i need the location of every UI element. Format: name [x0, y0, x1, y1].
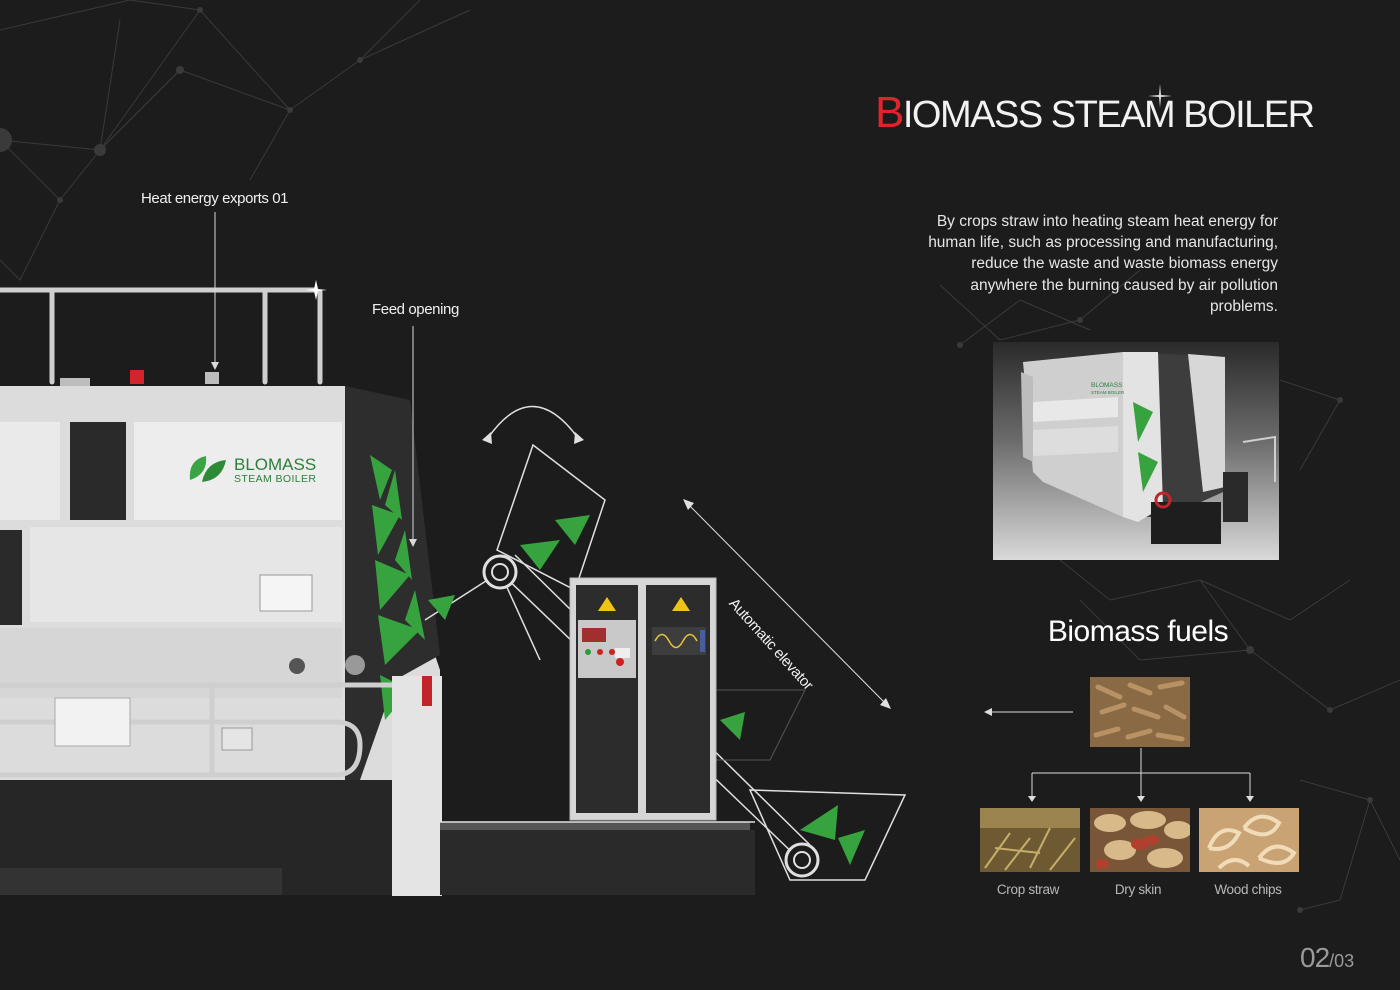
sparkle-icon — [1148, 84, 1172, 108]
render-logo-brand: BLOMASS — [1091, 382, 1123, 389]
title-rest: IOMASS STEAM BOILER — [902, 94, 1315, 136]
boiler-illustration — [0, 212, 907, 896]
title-first-letter: B — [875, 88, 904, 137]
fuel-label-crop-straw: Crop straw — [996, 882, 1060, 897]
fuels-title: Biomass fuels — [1047, 615, 1229, 648]
boiler-render-drawing — [993, 342, 1279, 560]
page-indicator: 02/03 — [1300, 942, 1354, 974]
page-current: 02 — [1300, 942, 1330, 973]
crop-straw-photo — [980, 808, 1080, 872]
leaf-logo-icon — [189, 456, 226, 482]
peanut-shell-photo — [1090, 808, 1190, 872]
label-heat-energy-exports: Heat energy exports 01 — [141, 190, 289, 207]
boiler-logo-subtitle: STEAM BOILER — [234, 473, 317, 485]
page-total: /03 — [1329, 951, 1355, 971]
boiler-render-image: BLOMASS STEAM BOILER — [993, 342, 1279, 560]
fuel-label-dry-skin: Dry skin — [1114, 882, 1162, 897]
render-logo-subtitle: STEAM BOILER — [1091, 390, 1125, 395]
wood-pellets-photo — [1090, 677, 1190, 747]
fuel-tree-connectors — [984, 708, 1254, 802]
wood-chips-photo — [1199, 808, 1299, 872]
boiler-logo-brand: BLOMASS — [234, 455, 317, 474]
label-feed-opening: Feed opening — [372, 301, 459, 318]
page-title: BIOMASS STEAM BOILER — [875, 88, 1315, 138]
product-description: By crops straw into heating steam heat e… — [928, 213, 1278, 315]
fuel-label-wood-chips: Wood chips — [1214, 882, 1282, 897]
